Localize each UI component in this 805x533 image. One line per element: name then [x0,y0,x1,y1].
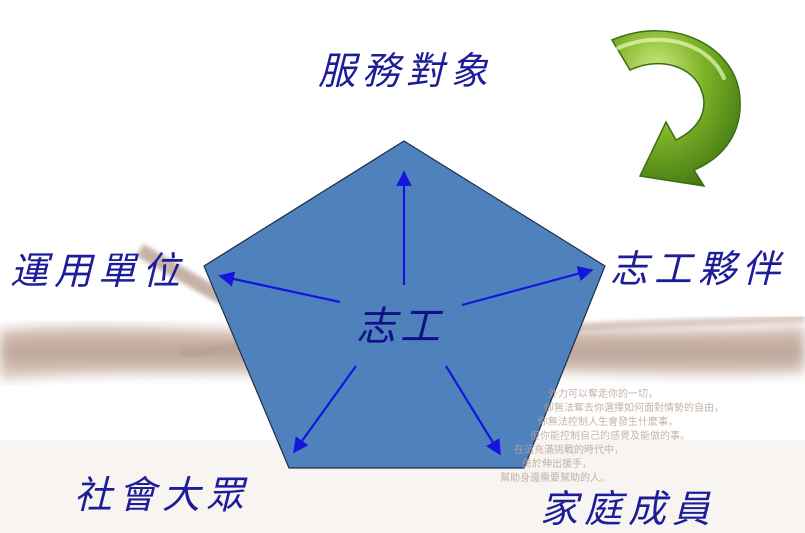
center-pentagon [203,140,606,469]
node-label-left: 運用單位 [10,249,187,293]
arrows [218,170,594,456]
background-quote-line: 幫助身邊需要幫助的人。 [500,473,610,484]
arrow-to-right [461,266,594,307]
node-label-bottom-left: 社會大眾 [74,473,251,517]
node-label-top: 服務對象 [318,49,495,93]
arrow-to-bottom-right [445,365,501,456]
background-quote-line: 但你能控制自己的感覺及能做的事。 [530,431,690,442]
center-label: 志工 [356,304,444,350]
background-quote-line: 勇於伸出援手， [522,459,592,470]
background-quote-line: 卻無法奪去你選擇如何面對情勢的自由， [544,403,724,414]
node-label-right: 志工夥伴 [610,247,787,291]
background-quote: 外力可以奪走你的一切， 卻無法奪去你選擇如何面對情勢的自由， 你無法控制人生會發… [478,388,788,486]
background-quote-line: 外力可以奪走你的一切， [548,389,658,400]
background-quote-line: 你無法控制人生會發生什麼事， [538,417,678,428]
refresh-arrow-icon [610,30,741,187]
background-quote-line: 在這充滿挑戰的時代中， [514,445,624,456]
arrow-to-left [218,271,341,304]
arrow-to-bottom-left [293,365,357,454]
node-label-bottom-right: 家庭成員 [540,487,717,531]
